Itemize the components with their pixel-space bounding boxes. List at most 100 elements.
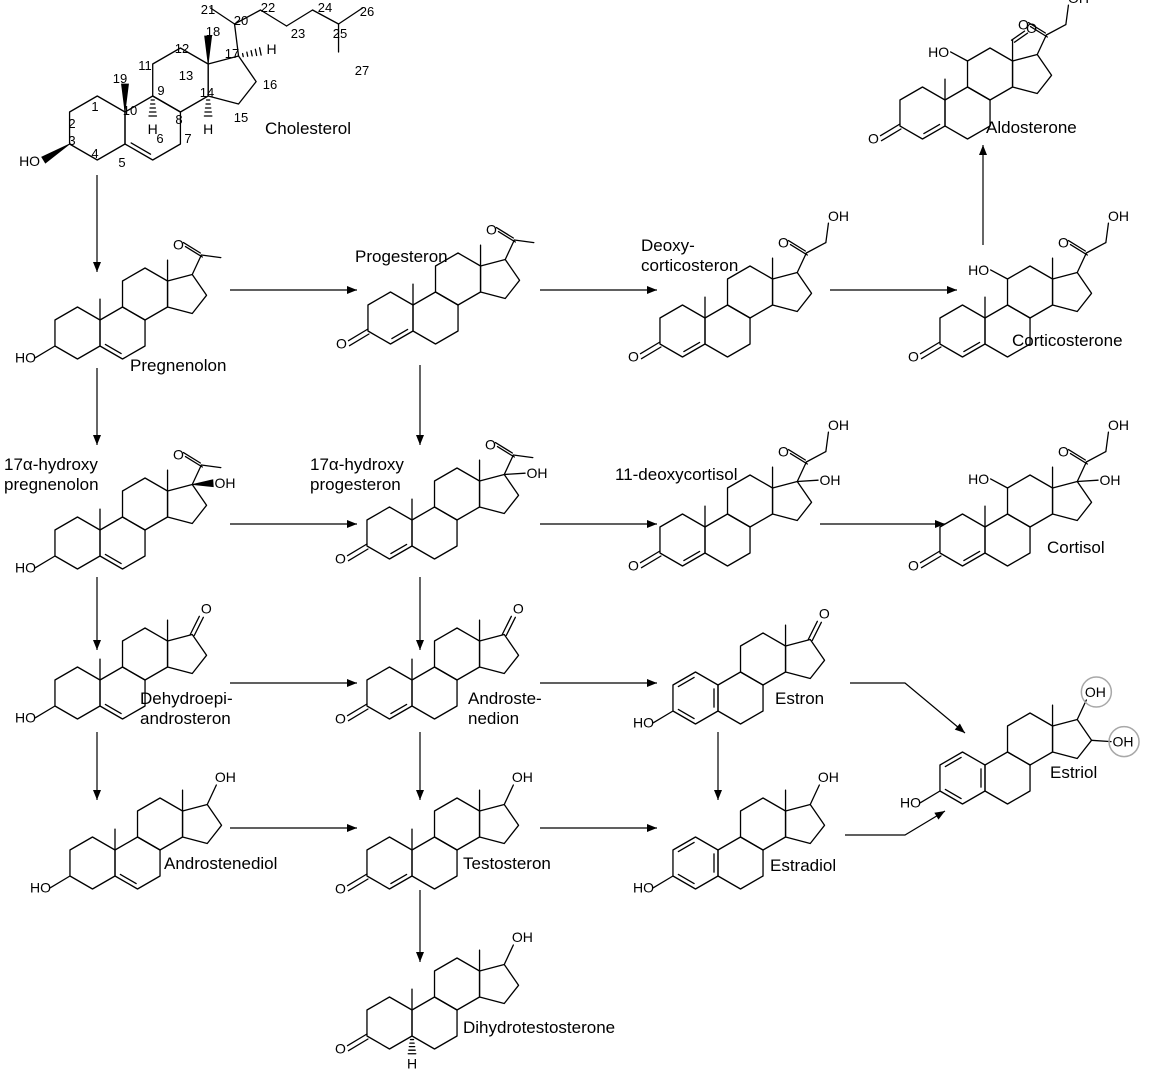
ring-d bbox=[1051, 271, 1093, 313]
carbon-number-11: 11 bbox=[138, 58, 152, 73]
carbon-number-7: 7 bbox=[184, 131, 191, 146]
ketone-bond bbox=[348, 333, 370, 347]
ketone-bond bbox=[182, 451, 201, 464]
arrow-androstenedion-estron-head bbox=[647, 679, 657, 687]
bond-c11-oh bbox=[949, 51, 969, 62]
ring-a bbox=[69, 836, 116, 890]
double-bond-c5-c6 bbox=[130, 142, 152, 155]
oxygen-label: O bbox=[513, 600, 524, 616]
oxygen-label: O bbox=[486, 222, 497, 238]
ketone-bond bbox=[347, 548, 369, 562]
ring-c bbox=[433, 957, 481, 1011]
hydroxyl-label: OH bbox=[820, 472, 841, 488]
molecule-estron: HOO bbox=[633, 605, 830, 730]
carbon-number-19: 19 bbox=[113, 71, 127, 86]
bond-c17-oh bbox=[796, 479, 819, 483]
ring-c bbox=[433, 627, 481, 681]
carbon-number-9: 9 bbox=[157, 83, 164, 98]
bond-c3-oh bbox=[652, 710, 674, 724]
ring-a bbox=[939, 513, 986, 567]
double-bond-c4-c5 bbox=[390, 873, 408, 885]
arrow-pregnenolon-progesteron-head bbox=[347, 286, 357, 294]
hydroxyl-label: HO bbox=[30, 880, 51, 896]
ring-b bbox=[114, 836, 161, 890]
bond-c17-c20 bbox=[1076, 252, 1087, 274]
wedge-bond-c19 bbox=[121, 83, 129, 113]
side-chain-bond bbox=[285, 9, 314, 27]
ring-d bbox=[166, 483, 208, 525]
oxygen-label: O bbox=[778, 444, 789, 460]
ring-d bbox=[771, 480, 813, 522]
ketone-bond bbox=[789, 243, 808, 256]
oxygen-label: O bbox=[335, 551, 346, 567]
carbon-number-24: 24 bbox=[318, 0, 332, 15]
ring-d bbox=[1051, 480, 1093, 522]
carbon-number-15: 15 bbox=[234, 110, 248, 125]
hash-bond-h17 bbox=[246, 51, 249, 57]
carbon-number-27: 27 bbox=[355, 63, 369, 78]
carbon-number-14: 14 bbox=[200, 85, 214, 100]
double-bond-c4-c5 bbox=[963, 550, 981, 562]
oxygen-label: O bbox=[819, 605, 830, 621]
ketone-bond bbox=[920, 555, 942, 569]
ketone-bond bbox=[184, 245, 203, 258]
ring-c bbox=[136, 797, 184, 851]
label-progesteron: Progesteron bbox=[355, 247, 448, 266]
hydrogen-label: H bbox=[407, 1056, 417, 1071]
oxygen-label: O bbox=[908, 558, 919, 574]
hydroxyl-label: HO bbox=[15, 710, 36, 726]
arrow-testosteron-dihydrotestosterone-head bbox=[416, 952, 424, 962]
bond-c20-c21 bbox=[1045, 23, 1067, 36]
ketone-bond bbox=[505, 616, 516, 637]
arrow-progesteron-17a-hydroxy-progesteron-head bbox=[416, 435, 424, 445]
ketone-bond bbox=[919, 341, 941, 355]
ketone-bond bbox=[346, 1033, 368, 1047]
carbon-number-26: 26 bbox=[360, 4, 374, 19]
hydroxyl-label: HO bbox=[15, 350, 36, 366]
bond-c17-oh bbox=[809, 784, 820, 806]
arrow-17a-hydroxy-progesteron-androstenedion-head bbox=[416, 640, 424, 650]
carbon-number-6: 6 bbox=[156, 131, 163, 146]
ketone-bond bbox=[347, 1038, 369, 1052]
ring-a bbox=[54, 306, 101, 360]
aromatic-double-bond bbox=[677, 708, 695, 720]
ketone-bond bbox=[640, 346, 662, 360]
carbon-number-16: 16 bbox=[263, 77, 277, 92]
wedge-bond-c17-oh bbox=[192, 479, 214, 488]
oxygen-label: O bbox=[173, 237, 184, 253]
oxygen-label: O bbox=[336, 336, 347, 352]
ketone-bond bbox=[494, 441, 513, 454]
hydroxyl-label: OH bbox=[828, 417, 849, 433]
label-pregnenolon: Pregnenolon bbox=[130, 356, 227, 375]
arrow-17a-hydroxy-pregnenolon-dhea-head bbox=[93, 640, 101, 650]
bond-c3-oh bbox=[34, 555, 56, 569]
wedge-bond-c18 bbox=[204, 35, 213, 65]
ring-d bbox=[1011, 53, 1053, 95]
ring-a bbox=[659, 304, 706, 358]
arrow-cholesterol-pregnenolon-head bbox=[93, 262, 101, 272]
oxygen-label: O bbox=[778, 235, 789, 251]
label-estron: Estron bbox=[775, 689, 825, 708]
ring-c bbox=[121, 267, 169, 321]
hydroxyl-label: HO bbox=[968, 471, 989, 487]
double-bond-c4-c5 bbox=[923, 123, 941, 135]
arrow-corticosterone-aldosterone-head bbox=[979, 145, 987, 155]
ring-b bbox=[704, 304, 751, 358]
bond-c3-oh bbox=[34, 705, 56, 719]
ketone-bond bbox=[1067, 239, 1086, 252]
oxygen-label: O bbox=[628, 558, 639, 574]
side-chain-bond bbox=[209, 7, 236, 25]
bond-c20-c21 bbox=[1085, 450, 1107, 463]
carbon-number-20: 20 bbox=[234, 13, 248, 28]
ketone-bond bbox=[1067, 448, 1086, 461]
bond-c21-oh bbox=[825, 431, 830, 453]
ring-b bbox=[704, 513, 751, 567]
arrow-dhea-androstenedion-head bbox=[347, 679, 357, 687]
ketone-bond bbox=[495, 226, 514, 239]
hydroxyl-label: OH bbox=[512, 769, 533, 785]
bond-c3-oh bbox=[34, 345, 56, 359]
ring-d bbox=[207, 55, 257, 105]
